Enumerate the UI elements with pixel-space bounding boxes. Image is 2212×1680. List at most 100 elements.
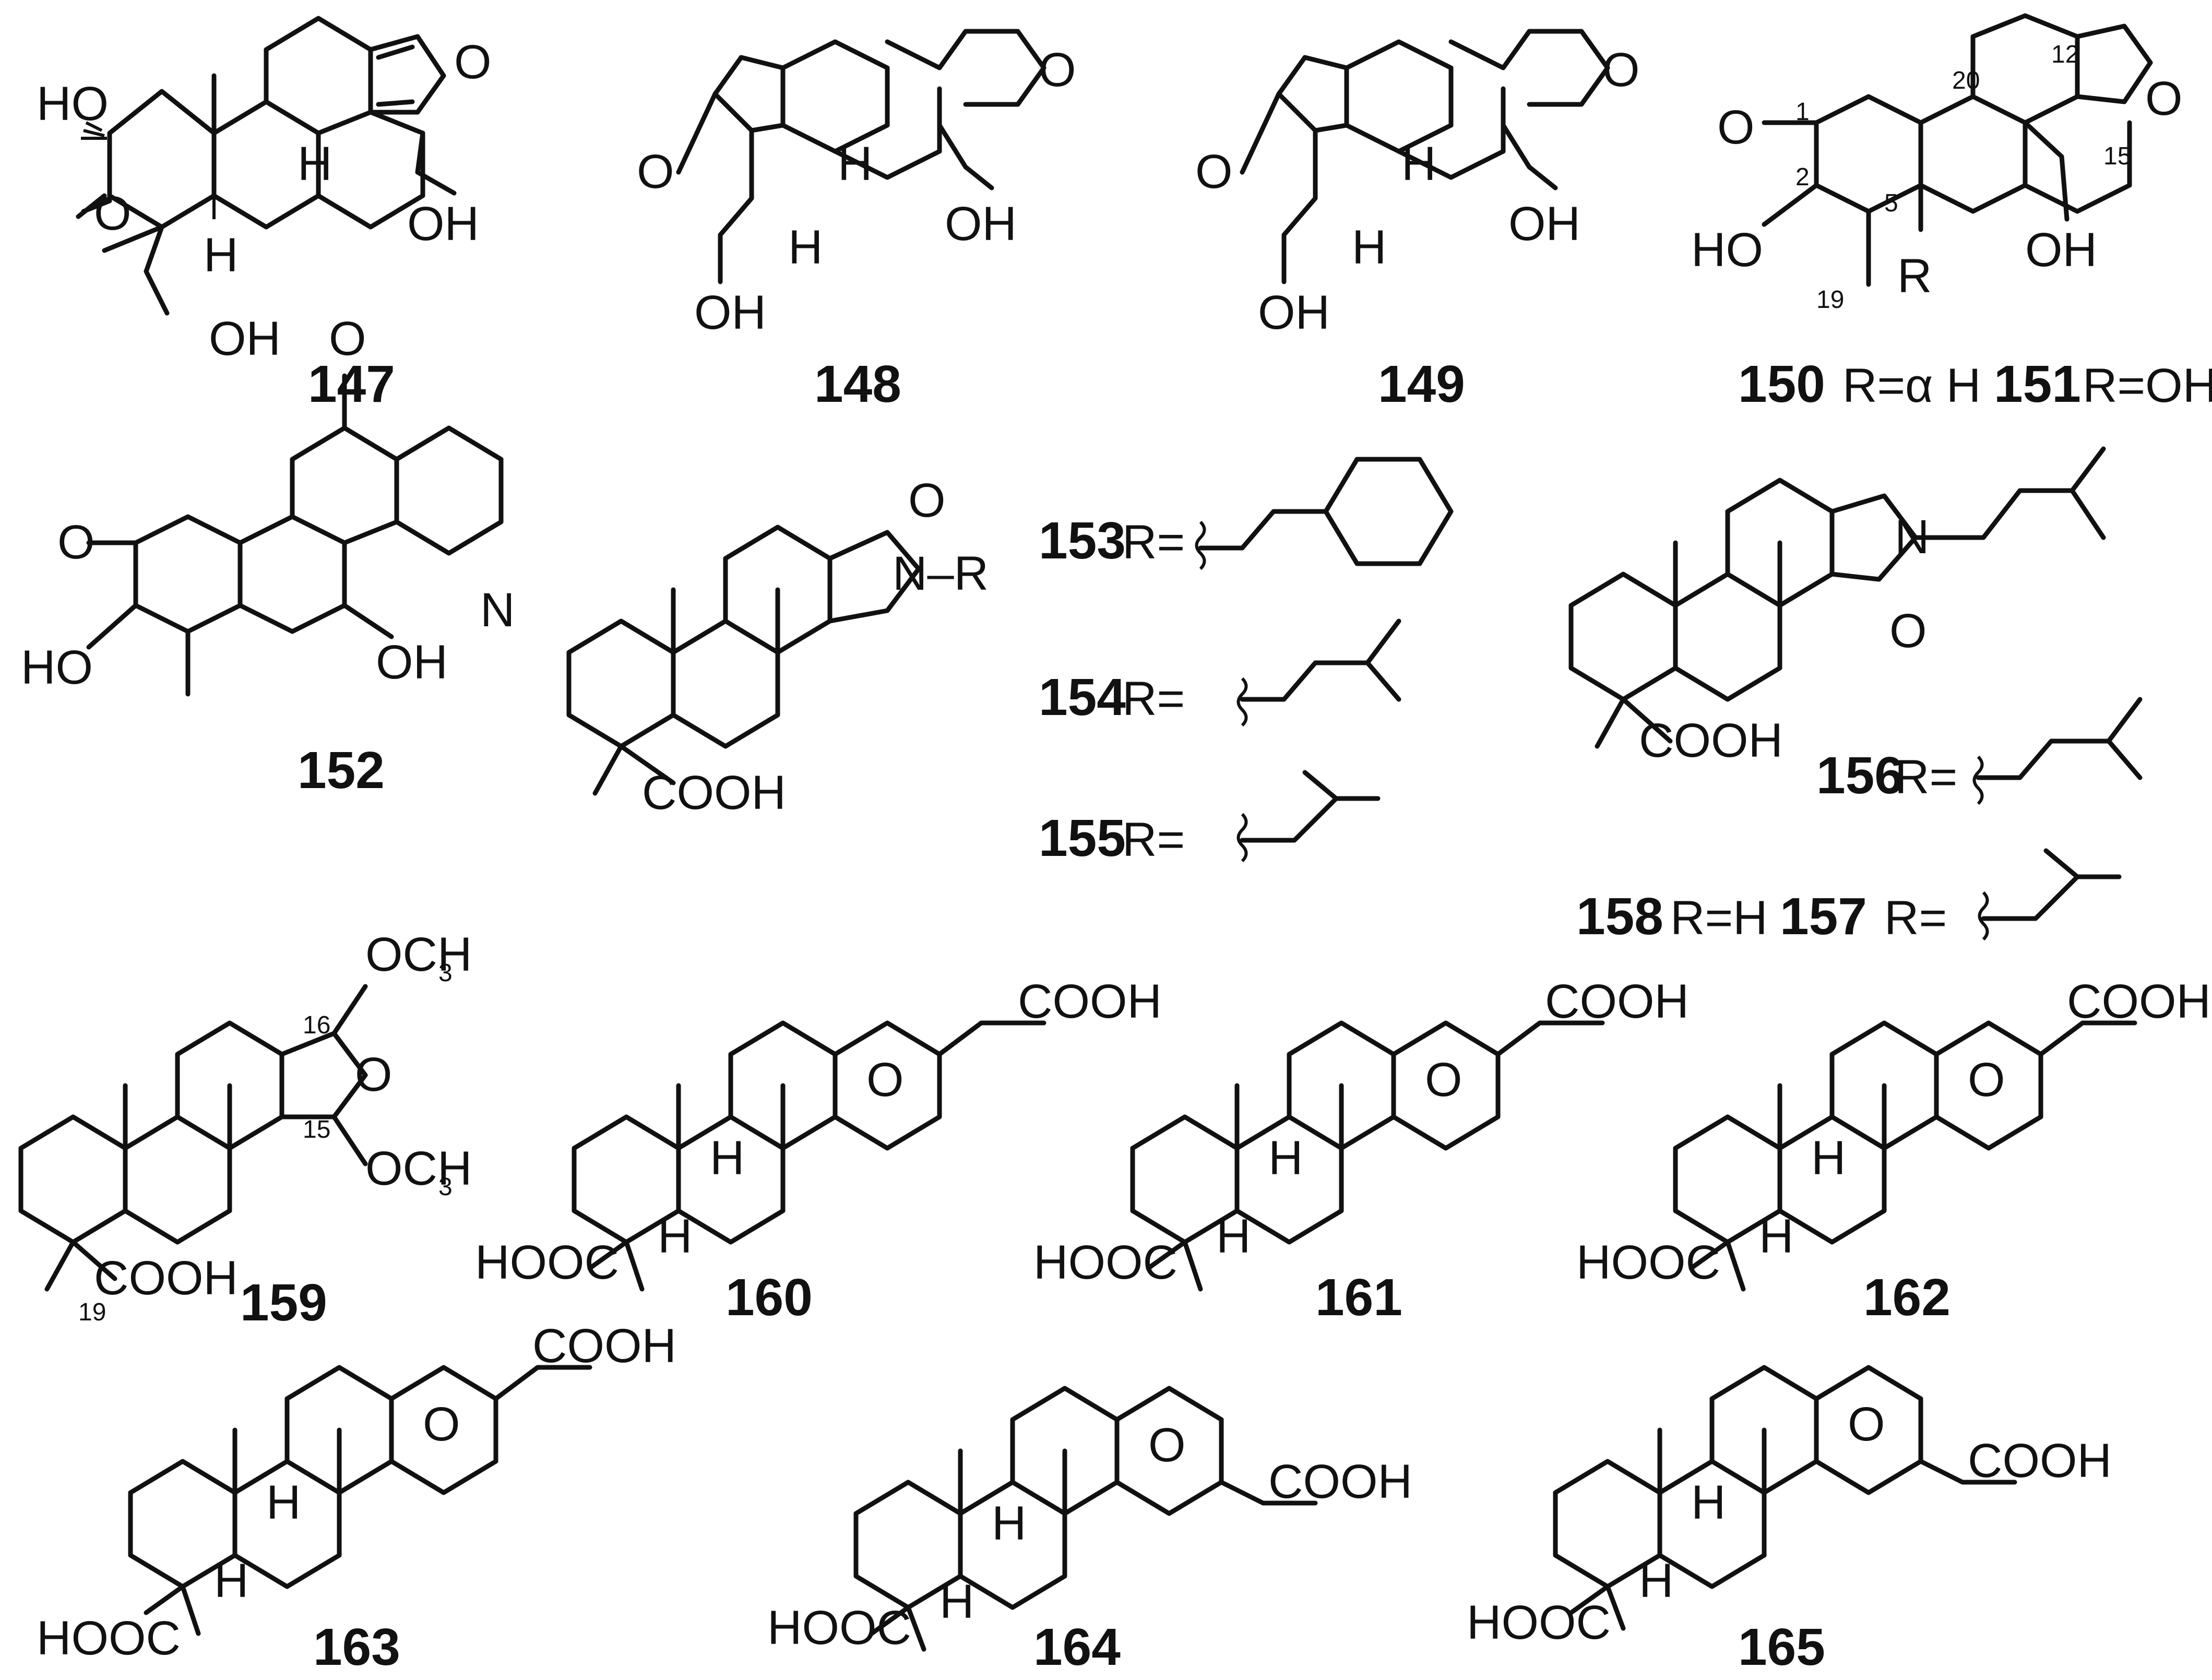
compound-label-161: 161 (1315, 1268, 1402, 1327)
r-group-151: R=OH (2083, 359, 2212, 412)
h-label: H (838, 137, 872, 190)
structure-162: O COOH H H HOOC 162 (1576, 975, 2211, 1327)
ring-o-label: O (355, 1048, 393, 1101)
structure-148: O O H H OH OH 148 (637, 29, 1076, 413)
structure-159: OCH 3 O OCH 3 COOH 16 15 19 159 (18, 928, 472, 1332)
compound-label-158: 158 (1576, 887, 1663, 946)
compound-label-162: 162 (1863, 1268, 1951, 1327)
compound-label-164: 164 (1033, 1618, 1121, 1676)
h-label: H (939, 1575, 974, 1628)
lactam-o-label: O (1889, 604, 1927, 658)
compound-label-160: 160 (726, 1268, 813, 1327)
h-label: H (788, 221, 823, 274)
h-label: H (1216, 1210, 1251, 1263)
subscript-3: 3 (438, 1173, 453, 1201)
furan-o-label: O (1602, 43, 1640, 97)
hydroxyl-label: OH (376, 636, 448, 689)
r-group-150: R=α H (1842, 359, 1981, 412)
compound-label-152: 152 (298, 741, 385, 800)
compound-label-150: 150 (1738, 355, 1825, 413)
carboxyl-label: HOOC (37, 1612, 181, 1665)
r-group-153: 153 R= (1039, 457, 1454, 570)
h-label: H (658, 1210, 692, 1263)
compound-label-149: 149 (1378, 355, 1465, 413)
hydroxyl-label: OH (2025, 223, 2097, 277)
structure-165: O COOH H H HOOC 165 (1467, 1365, 2112, 1676)
structure-150-151: O O HO OH R 1 2 5 12 15 19 20 150 R=α H … (1691, 13, 2212, 413)
hydroxyl-label: HO (21, 641, 93, 694)
furan-o-label: O (2145, 72, 2183, 125)
structure-153-155-core: O N–R COOH (566, 474, 989, 819)
h-label: H (992, 1497, 1026, 1550)
bridge-o-label: O (866, 1053, 904, 1106)
carboxyl-label: HOOC (1467, 1596, 1611, 1649)
carboxyl-label: HOOC (475, 1236, 619, 1289)
position-19: 19 (1816, 286, 1844, 314)
r-group-157-158: 158 R=H 157 R= (1576, 848, 2122, 946)
carboxyl-label: COOH (532, 1319, 676, 1373)
nitrogen-label: N (1895, 510, 1929, 564)
h-label: H (214, 1554, 248, 1607)
carboxyl-label: COOH (2067, 975, 2211, 1028)
position-20: 20 (1952, 67, 1980, 94)
structure-149: O O H H OH OH 149 (1195, 29, 1640, 413)
r-label: R (1897, 249, 1932, 303)
nitrogen-r-label: N–R (893, 547, 989, 600)
hydroxyl-label: HO (1691, 223, 1763, 277)
carboxyl-label: COOH (1545, 975, 1689, 1028)
structure-152: O O N HO OH 152 (21, 312, 515, 800)
compound-label-148: 148 (814, 355, 901, 413)
pyridine-n-label: N (480, 583, 515, 637)
compound-label-159: 159 (240, 1273, 327, 1332)
compound-label-155: 155 (1039, 809, 1126, 867)
ketone-o-label: O (637, 145, 674, 198)
r-equals-154: R= (1122, 672, 1185, 725)
hydroxyl-label: OH (694, 286, 766, 339)
h-label: H (1811, 1131, 1846, 1185)
h-label: H (1268, 1131, 1303, 1185)
position-12: 12 (2051, 41, 2079, 68)
ketone-o-label: O (57, 516, 95, 569)
r-group-158: R=H (1670, 891, 1768, 945)
r-equals-153: R= (1122, 516, 1185, 569)
hydroxyl-label: OH (209, 312, 281, 365)
compound-label-163: 163 (313, 1618, 400, 1676)
ketone-o-label: O (1195, 145, 1233, 198)
ketone-o-label: O (329, 312, 366, 365)
position-1: 1 (1795, 98, 1810, 126)
carboxyl-label: COOH (1639, 714, 1783, 767)
ketone-o-label: O (94, 187, 132, 240)
carboxyl-label: COOH (1968, 1434, 2112, 1487)
carboxyl-label: HOOC (1033, 1236, 1178, 1289)
hydroxyl-label: OH (1508, 197, 1580, 251)
structure-147: HO O O H H OH OH 147 (37, 16, 492, 413)
position-19: 19 (78, 1298, 106, 1326)
bridge-o-label: O (1148, 1419, 1186, 1472)
r-group-154: 154 R= (1039, 618, 1401, 727)
carboxyl-label: COOH (94, 1252, 238, 1305)
h-label: H (1759, 1210, 1793, 1263)
position-2: 2 (1795, 163, 1810, 191)
h-label: H (1691, 1476, 1726, 1529)
furan-o-label: O (1039, 43, 1076, 97)
lactam-o-label: O (908, 474, 946, 527)
hydroxyl-label: OH (945, 197, 1017, 251)
h-label: H (266, 1476, 301, 1529)
bridge-o-label: O (1848, 1398, 1885, 1451)
bridge-o-label: O (423, 1398, 460, 1451)
position-16: 16 (303, 1011, 330, 1039)
furan-o-label: O (454, 35, 492, 89)
ketone-o-label: O (1717, 101, 1755, 154)
methoxy-label: OCH (365, 1142, 472, 1195)
compound-label-156: 156 (1816, 746, 1904, 805)
h-label: H (1639, 1554, 1673, 1607)
compound-label-151: 151 (1994, 355, 2081, 413)
structure-160: O COOH H H HOOC 160 (475, 975, 1162, 1327)
structure-161: O COOH H H HOOC 161 (1033, 975, 1689, 1327)
structure-164: O COOH H H HOOC 164 (767, 1386, 1412, 1676)
carboxyl-label: COOH (1268, 1455, 1412, 1508)
position-5: 5 (1884, 189, 1898, 217)
r-group-156: 156 R= (1816, 697, 2143, 805)
r-equals-155: R= (1122, 813, 1185, 866)
